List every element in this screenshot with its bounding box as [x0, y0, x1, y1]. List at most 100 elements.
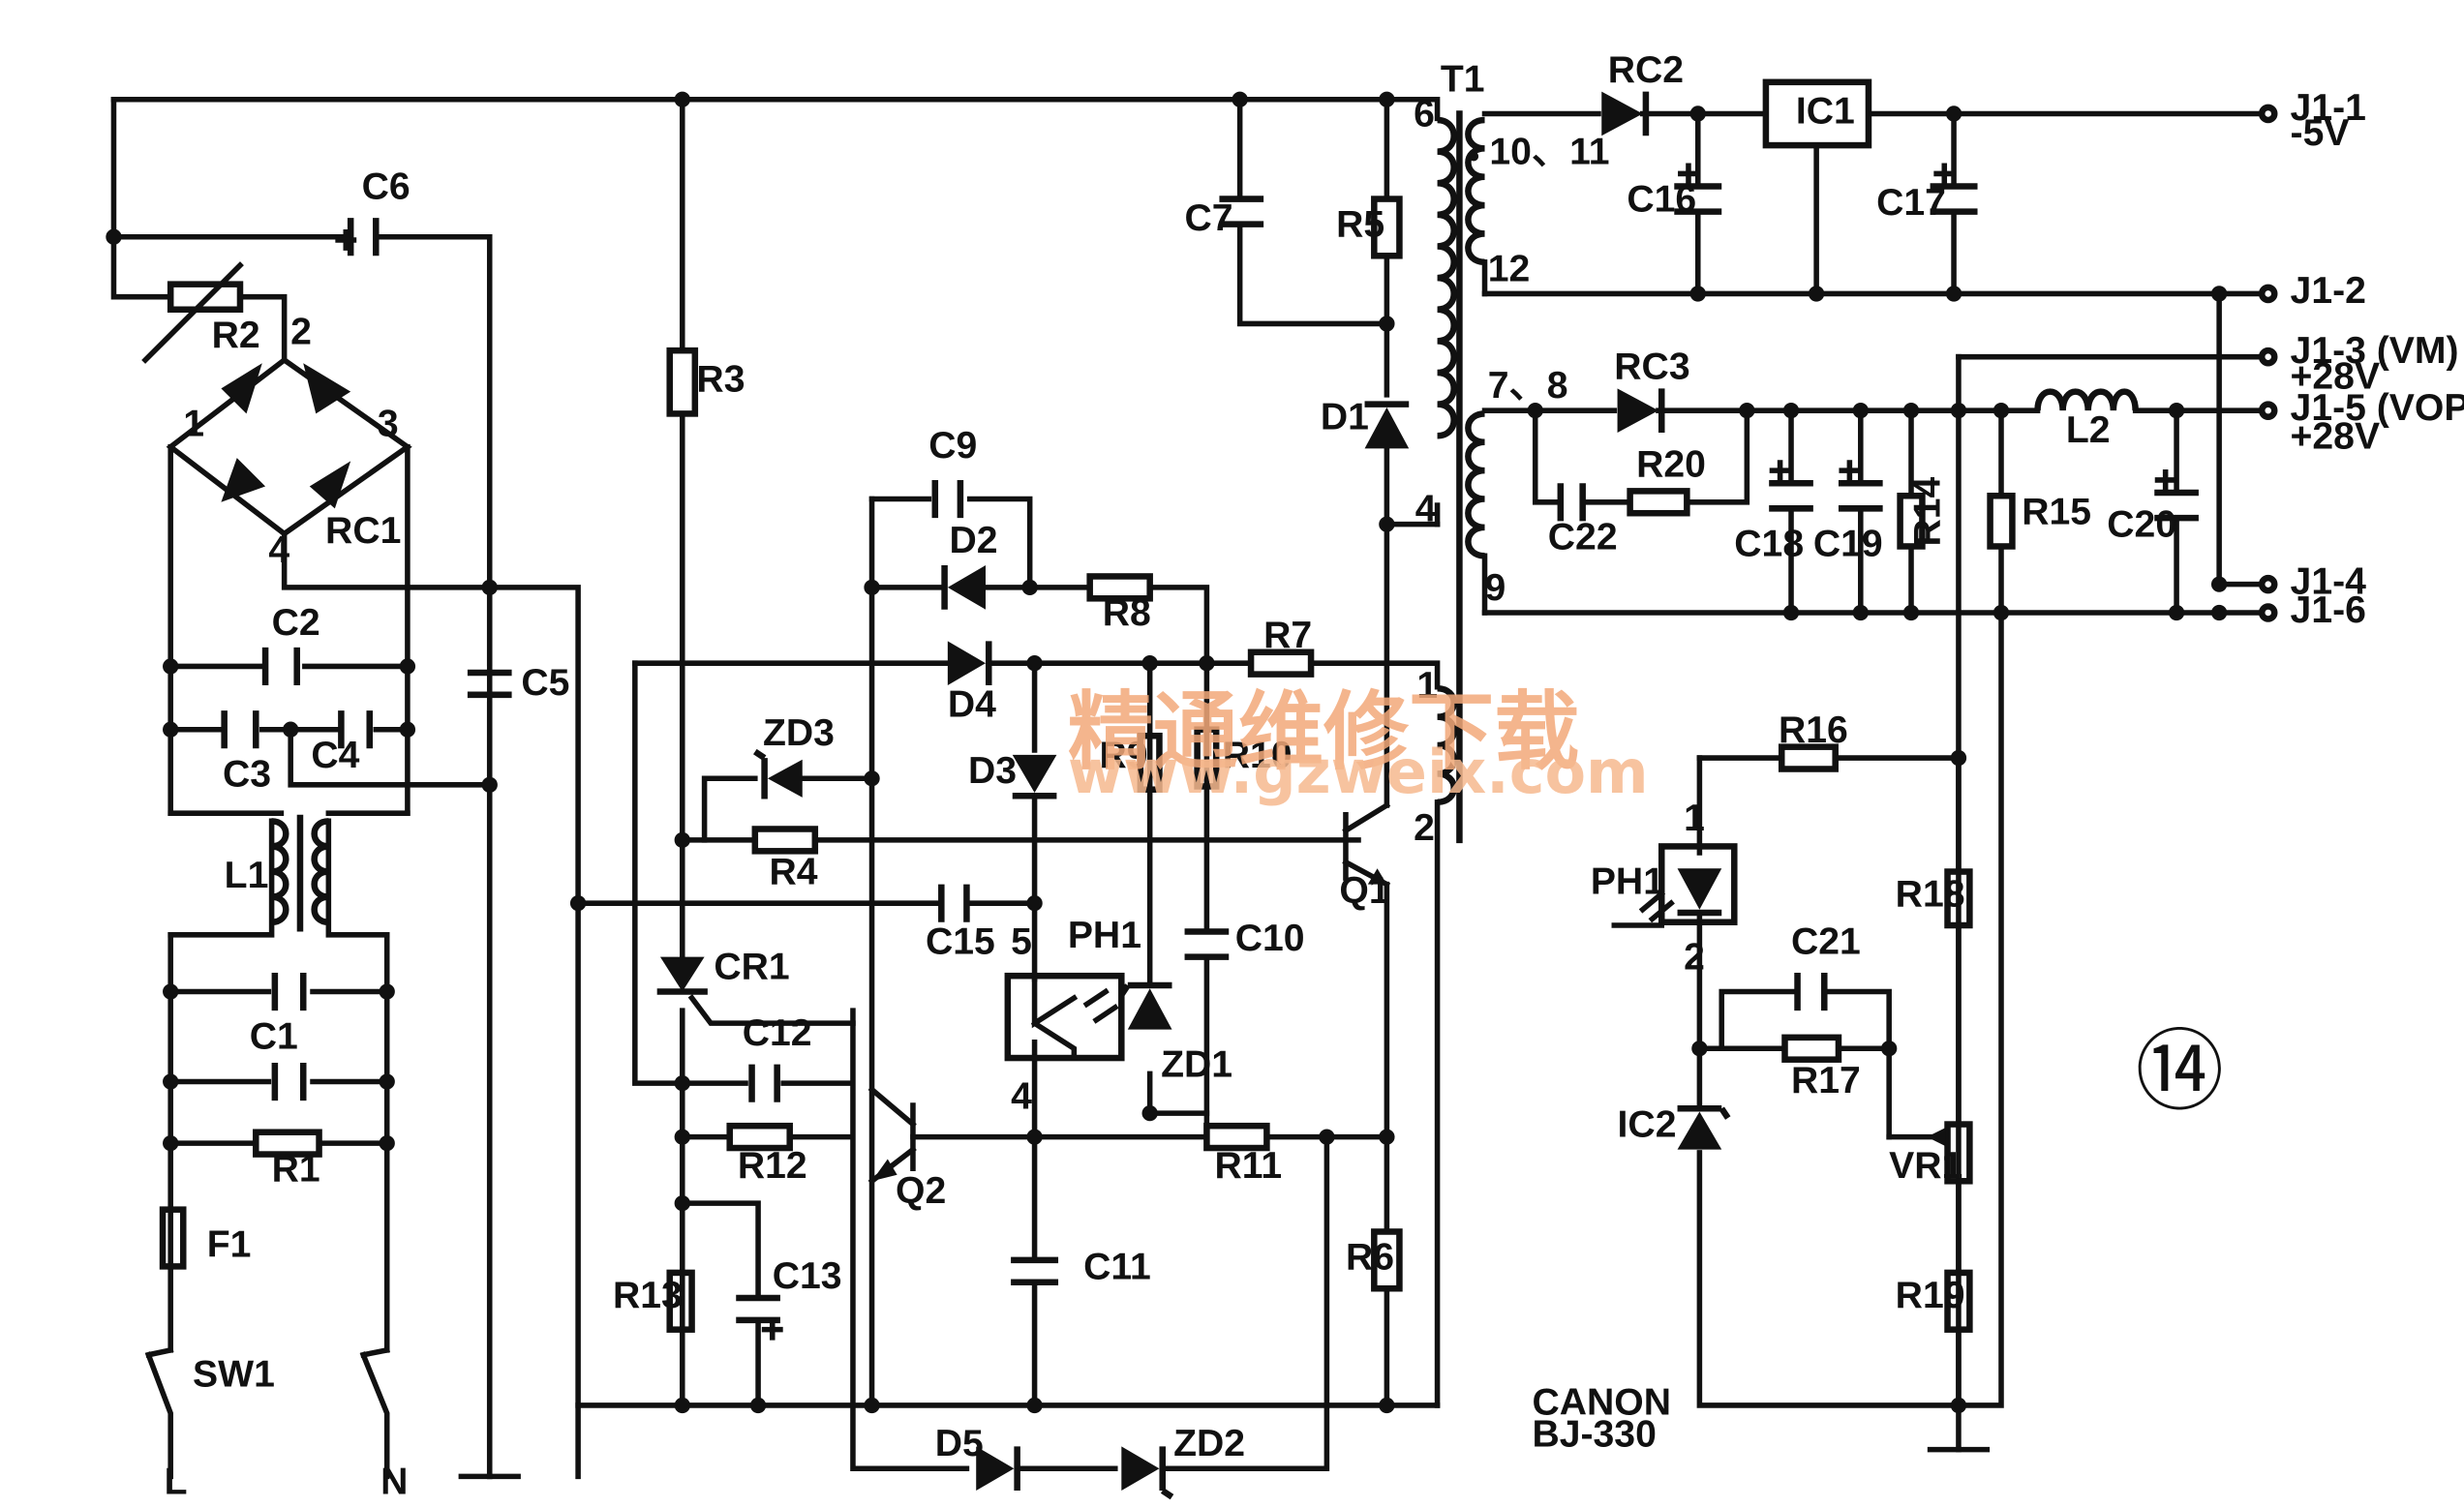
- model-name: BJ-330: [1532, 1413, 1656, 1455]
- label-R9: R9: [1099, 735, 1147, 776]
- components: [141, 78, 2278, 1500]
- label-RC3: RC3: [1614, 347, 1689, 388]
- labels: C6 R2 2 1 3 4 RC1 C2 C3 C4 C5 L1 C1 R1 F…: [165, 49, 2464, 1502]
- label-R6: R6: [1346, 1237, 1394, 1279]
- label-R4: R4: [769, 852, 817, 893]
- label-C4: C4: [311, 735, 359, 776]
- label-L: L: [165, 1461, 188, 1502]
- label-D2: D2: [949, 520, 997, 561]
- label-R19: R19: [1896, 1275, 1965, 1316]
- watermark-url: www.gzweix.com: [1068, 737, 1649, 807]
- label-ZD3: ZD3: [763, 712, 835, 754]
- label-T1: T1: [1441, 59, 1485, 101]
- label-RC1: RC1: [325, 510, 401, 552]
- watermark-cn: 精通维修下载: [1068, 681, 1579, 781]
- label-J1-3-voltage: +28V: [2291, 355, 2381, 397]
- label-bridge-p1: 1: [183, 403, 204, 444]
- label-C18: C18: [1734, 523, 1804, 564]
- label-C13: C13: [773, 1255, 842, 1297]
- label-C22: C22: [1548, 517, 1618, 558]
- label-R16: R16: [1779, 709, 1848, 751]
- label-N: N: [380, 1461, 408, 1502]
- label-R13: R13: [613, 1275, 683, 1316]
- label-T1-pin2: 2: [1414, 807, 1435, 849]
- label-PH1-pin4: 4: [1011, 1075, 1032, 1117]
- label-PH1-pin5: 5: [1011, 920, 1032, 962]
- watermark: 精通维修下载 www.gzweix.com: [1068, 681, 1649, 807]
- label-R15: R15: [2022, 492, 2091, 533]
- label-C20: C20: [2107, 504, 2176, 546]
- label-PH1-pin2: 2: [1684, 937, 1705, 979]
- label-T1-pin4: 4: [1415, 488, 1437, 529]
- label-J1-6: J1-6: [2291, 589, 2366, 631]
- label-R20: R20: [1636, 444, 1706, 486]
- label-C16: C16: [1627, 179, 1696, 221]
- junctions: [106, 91, 2228, 1414]
- label-T1-pin9: 9: [1485, 567, 1506, 609]
- label-R3: R3: [696, 359, 745, 401]
- label-R14: R14: [1906, 476, 1948, 546]
- label-J1-4: J1-4: [2291, 560, 2367, 602]
- label-C1: C1: [250, 1015, 298, 1057]
- model-brand: CANON: [1532, 1382, 1671, 1424]
- label-R2: R2: [212, 315, 260, 356]
- label-J1-1: J1-1: [2291, 87, 2366, 129]
- label-RC2: RC2: [1608, 49, 1684, 91]
- label-T1-pin10-11: 10、11: [1489, 132, 1609, 173]
- label-IC1: IC1: [1796, 90, 1855, 132]
- label-R18: R18: [1896, 873, 1965, 915]
- label-C12: C12: [743, 1012, 812, 1054]
- label-R1: R1: [272, 1148, 320, 1190]
- label-J1-2: J1-2: [2291, 270, 2366, 312]
- label-IC2: IC2: [1618, 1104, 1677, 1146]
- label-C10: C10: [1235, 918, 1305, 959]
- label-PH1-secondary: PH1: [1591, 860, 1664, 902]
- label-L1: L1: [225, 855, 269, 896]
- label-J1-5-voltage: +28V: [2291, 415, 2381, 457]
- label-bridge-p3: 3: [378, 403, 399, 444]
- label-R11: R11: [1215, 1145, 1283, 1187]
- label-D4: D4: [948, 684, 996, 726]
- label-J1-5: J1-5 (VOP): [2291, 387, 2464, 429]
- label-ZD1: ZD1: [1161, 1044, 1232, 1086]
- figure-number: ⑭: [2136, 1020, 2224, 1124]
- label-D1: D1: [1321, 397, 1369, 438]
- label-C19: C19: [1813, 523, 1883, 564]
- label-L2: L2: [2066, 409, 2111, 451]
- label-R5: R5: [1336, 204, 1384, 246]
- label-J1-1-voltage: -5V: [2291, 112, 2350, 154]
- label-R10: R10: [1223, 735, 1293, 776]
- label-Q1: Q1: [1339, 870, 1389, 912]
- label-Q2: Q2: [896, 1170, 946, 1212]
- label-T1-pin1: 1: [1416, 665, 1438, 707]
- thermistor-R2: [167, 281, 244, 314]
- label-bridge-p2: 2: [290, 312, 312, 353]
- label-D5: D5: [935, 1423, 984, 1464]
- label-J1-3: J1-3 (VM): [2291, 330, 2459, 372]
- label-PH1-pin1: 1: [1684, 798, 1705, 839]
- label-C2: C2: [272, 602, 320, 644]
- label-C9: C9: [928, 425, 977, 467]
- label-CR1: CR1: [714, 946, 789, 987]
- label-D3: D3: [968, 750, 1017, 792]
- label-ZD2: ZD2: [1173, 1423, 1245, 1464]
- label-C7: C7: [1185, 197, 1233, 239]
- label-T1-pin12: 12: [1488, 248, 1531, 289]
- label-C21: C21: [1791, 920, 1861, 962]
- label-C6: C6: [362, 166, 411, 208]
- label-C17: C17: [1876, 182, 1946, 224]
- label-SW1: SW1: [193, 1353, 275, 1395]
- label-R7: R7: [1263, 615, 1312, 656]
- label-T1-pin6: 6: [1414, 94, 1435, 136]
- label-C5: C5: [521, 662, 569, 704]
- label-PH1-primary: PH1: [1068, 915, 1141, 956]
- polarity-marks: [335, 163, 2176, 1341]
- label-C11: C11: [1083, 1246, 1151, 1287]
- label-R17: R17: [1791, 1060, 1861, 1101]
- label-C15: C15: [926, 920, 995, 962]
- label-R12: R12: [738, 1145, 807, 1187]
- label-VR1: VR1: [1889, 1145, 1962, 1187]
- label-C3: C3: [223, 753, 271, 795]
